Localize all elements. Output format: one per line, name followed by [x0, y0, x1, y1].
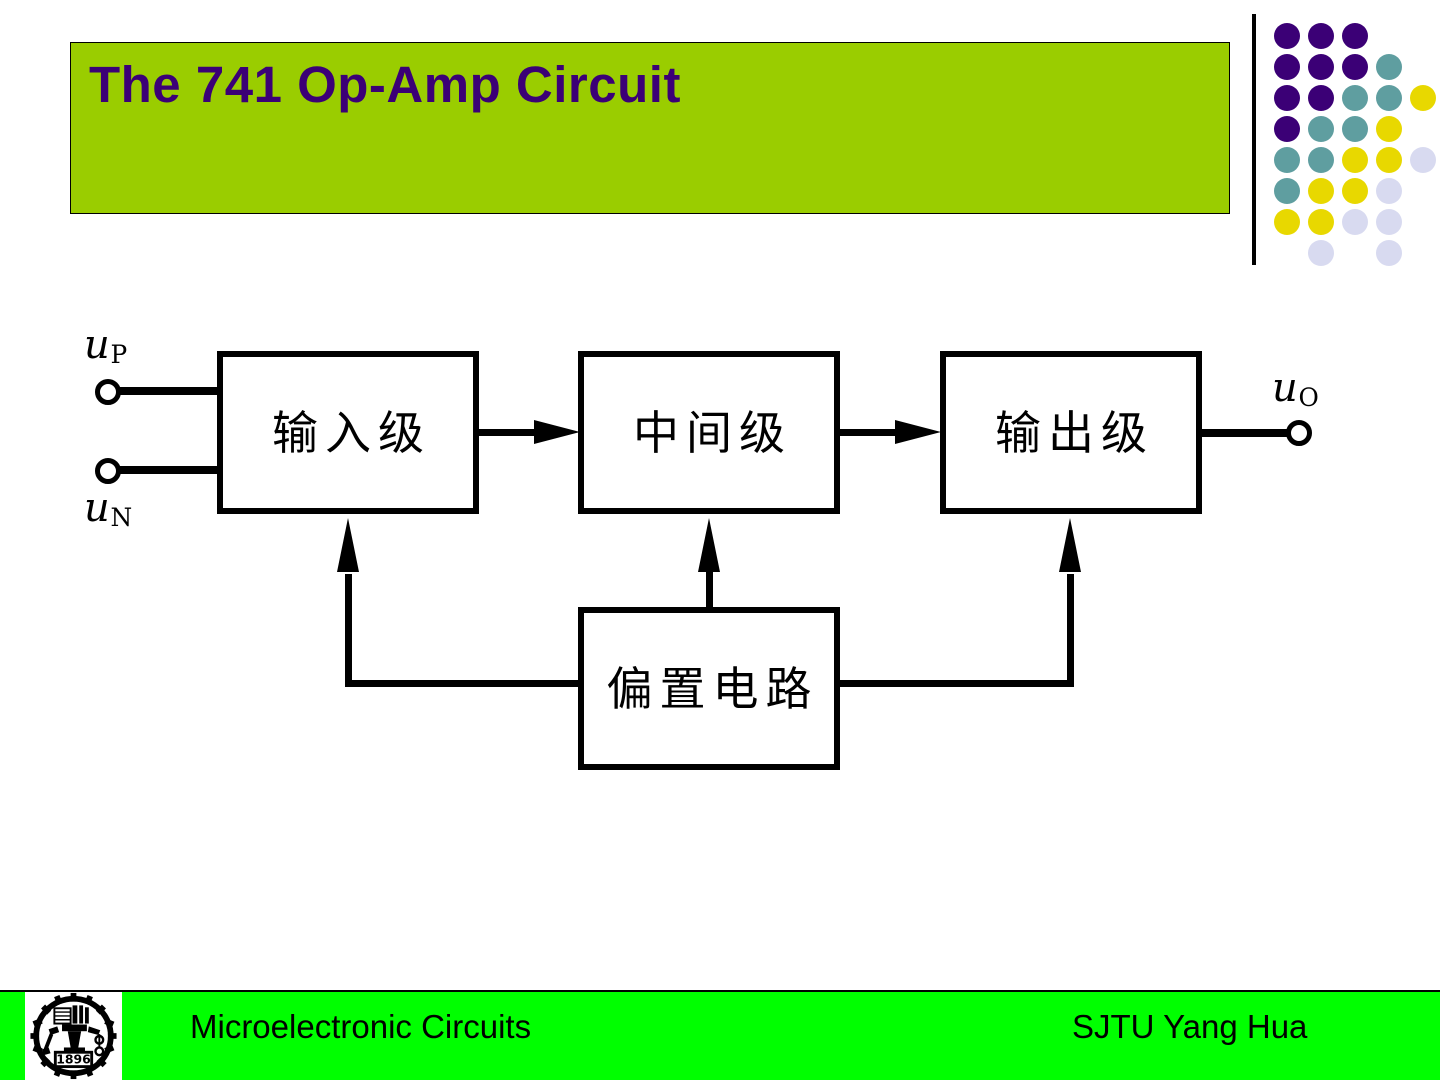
- deco-dot-yellow: [1308, 209, 1334, 235]
- footer-course-title: Microelectronic Circuits: [190, 1008, 532, 1045]
- wire-input-to-intermediate: [479, 429, 544, 436]
- terminal-label-up-sub: P: [110, 340, 128, 370]
- terminal-label-uo-sub: O: [1298, 383, 1319, 413]
- block-intermediate-stage-label: 中间级: [633, 405, 792, 460]
- vertical-rule: [1252, 14, 1256, 265]
- wire-bias-to-intermediate-v: [706, 572, 713, 610]
- deco-dot-purple: [1274, 54, 1300, 80]
- deco-dot-yellow: [1410, 85, 1436, 111]
- deco-dot-purple: [1308, 23, 1334, 49]
- deco-dot-teal: [1274, 147, 1300, 173]
- wire-bias-to-output-h: [838, 680, 1074, 687]
- block-bias-circuit[interactable]: 偏置电路: [578, 607, 840, 770]
- deco-dot-teal: [1376, 54, 1402, 80]
- deco-dot-lavender: [1410, 147, 1436, 173]
- deco-dot-lavender: [1308, 240, 1334, 266]
- decorative-dot-grid: [1252, 14, 1436, 269]
- deco-dot-purple: [1342, 54, 1368, 80]
- terminal-label-uo-text: u: [1272, 365, 1298, 411]
- deco-dot-teal: [1308, 147, 1334, 173]
- deco-dot-teal: [1342, 116, 1368, 142]
- slide-title-bar: The 741 Op-Amp Circuit: [70, 42, 1230, 214]
- arrow-bias-to-intermediate: [698, 518, 720, 572]
- deco-dot-yellow: [1342, 178, 1368, 204]
- deco-dot-teal: [1342, 85, 1368, 111]
- sjtu-logo-year: 1896: [56, 1052, 91, 1067]
- terminal-label-un: uN: [84, 485, 132, 531]
- arrow-input-to-intermediate: [534, 420, 580, 444]
- deco-dot-purple: [1342, 23, 1368, 49]
- deco-dot-yellow: [1376, 147, 1402, 173]
- deco-dot-teal: [1376, 85, 1402, 111]
- deco-dot-yellow: [1342, 147, 1368, 173]
- arrow-bias-to-input: [337, 518, 359, 572]
- block-bias-circuit-label: 偏置电路: [606, 661, 819, 716]
- wire-up-to-input: [119, 387, 219, 395]
- arrow-bias-to-output: [1059, 518, 1081, 572]
- terminal-uo[interactable]: [1286, 420, 1312, 446]
- deco-dot-teal: [1308, 116, 1334, 142]
- wire-bias-to-input-h: [345, 680, 583, 687]
- block-input-stage[interactable]: 输入级: [217, 351, 479, 514]
- deco-dot-purple: [1308, 54, 1334, 80]
- block-diagram: uP uN 输入级 中间级 输出级 偏置电路 uO: [84, 322, 1319, 770]
- deco-dot-yellow: [1376, 116, 1402, 142]
- terminal-label-uo: uO: [1272, 365, 1319, 411]
- terminal-label-up: uP: [84, 322, 127, 368]
- terminal-label-up-text: u: [84, 322, 110, 368]
- deco-dot-teal: [1274, 178, 1300, 204]
- deco-dot-purple: [1274, 23, 1300, 49]
- deco-dot-lavender: [1376, 178, 1402, 204]
- footer-author: SJTU Yang Hua: [1072, 1008, 1308, 1045]
- sjtu-logo: 1896: [25, 992, 122, 1080]
- wire-output-to-uo: [1202, 429, 1290, 437]
- page-title: The 741 Op-Amp Circuit: [89, 56, 681, 113]
- deco-dot-yellow: [1308, 178, 1334, 204]
- deco-dot-purple: [1274, 85, 1300, 111]
- sjtu-logo-svg: 1896: [30, 992, 117, 1080]
- wire-intermediate-to-output: [840, 429, 905, 436]
- wire-un-to-input: [119, 466, 219, 474]
- deco-dot-lavender: [1376, 209, 1402, 235]
- terminal-label-un-text: u: [84, 485, 110, 531]
- deco-dot-lavender: [1376, 240, 1402, 266]
- deco-dot-yellow: [1274, 209, 1300, 235]
- block-output-stage[interactable]: 输出级: [940, 351, 1202, 514]
- wire-bias-to-output-v: [1067, 574, 1074, 684]
- arrow-intermediate-to-output: [895, 420, 941, 444]
- deco-dot-purple: [1274, 116, 1300, 142]
- terminal-label-un-sub: N: [110, 503, 133, 533]
- terminal-un[interactable]: [95, 458, 121, 484]
- wire-bias-to-input-v: [345, 574, 352, 684]
- block-input-stage-label: 输入级: [272, 405, 431, 460]
- block-output-stage-label: 输出级: [995, 405, 1154, 460]
- block-intermediate-stage[interactable]: 中间级: [578, 351, 840, 514]
- deco-dot-lavender: [1342, 209, 1368, 235]
- terminal-up[interactable]: [95, 379, 121, 405]
- slide-footer: 1896 Microelectronic Circuits SJTU Yang …: [0, 990, 1440, 1080]
- deco-dot-purple: [1308, 85, 1334, 111]
